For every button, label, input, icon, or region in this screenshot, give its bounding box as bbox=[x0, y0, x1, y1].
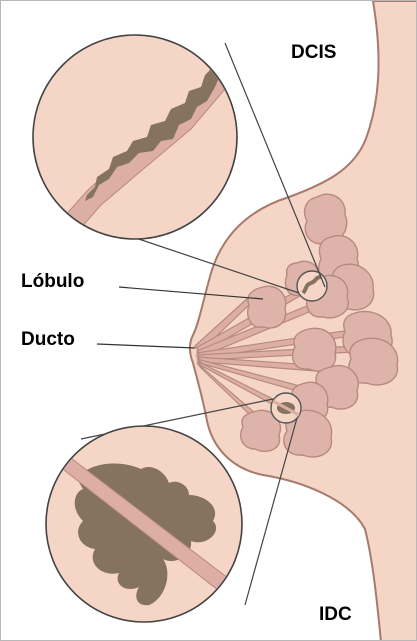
dcis-magnified-view bbox=[33, 35, 237, 239]
lobulo-label: Lóbulo bbox=[21, 272, 84, 291]
lobule bbox=[293, 328, 336, 371]
ducto-label: Ducto bbox=[21, 330, 75, 349]
lobule bbox=[248, 286, 286, 328]
dcis-site-marker bbox=[297, 271, 327, 301]
dcis-label: DCIS bbox=[291, 43, 336, 62]
ducto-pointer bbox=[97, 344, 195, 348]
idc-magnified-view bbox=[46, 426, 242, 622]
idc-label: IDC bbox=[319, 605, 352, 624]
